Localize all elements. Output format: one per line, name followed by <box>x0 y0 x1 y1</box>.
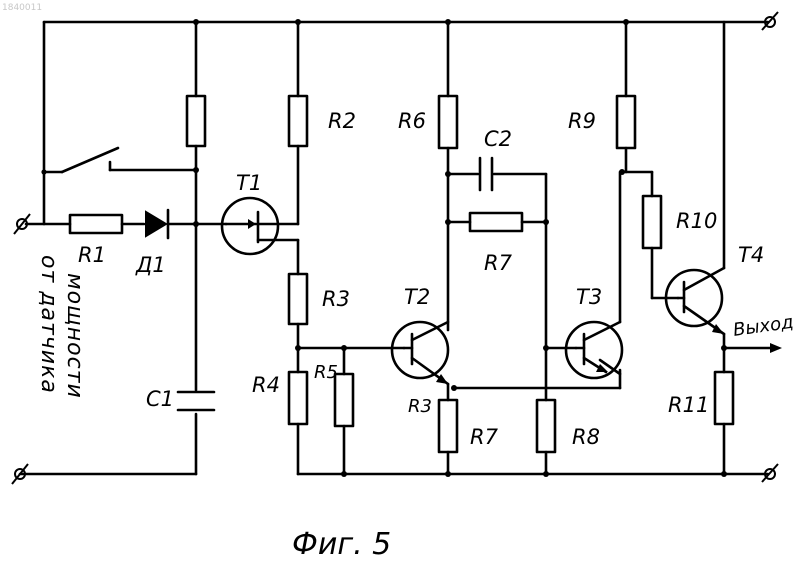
output-arrow: Выход <box>724 312 795 353</box>
output-label: Выход <box>732 312 795 341</box>
label-r10: R10 <box>676 209 717 233</box>
input-label-line1: от датчика <box>36 255 61 394</box>
switch <box>41 22 196 224</box>
resistor-r9: R9 <box>568 19 635 322</box>
resistor-r1: R1 <box>70 215 144 267</box>
label-r7-lower: R7 <box>470 425 499 449</box>
label-r5: R5 <box>314 362 338 383</box>
resistor-r3: R3 <box>289 240 350 372</box>
label-r9: R9 <box>568 109 596 133</box>
label-t4: T4 <box>738 243 764 267</box>
label-t1: T1 <box>236 171 262 195</box>
transistor-t3: T3 <box>546 285 622 378</box>
bottom-rail <box>12 464 778 484</box>
resistor-r2: R2 <box>289 19 356 224</box>
diode-d1: Д1 <box>135 210 196 277</box>
figure-caption: Фиг. 5 <box>292 527 391 562</box>
label-r8: R8 <box>572 425 600 449</box>
resistor-r4: R4 <box>252 372 307 474</box>
label-t2: T2 <box>404 285 430 309</box>
resistor-r5: R5 <box>298 345 404 477</box>
resistor-r8: R8 <box>537 400 600 477</box>
input-label-line2: мощности <box>62 273 87 399</box>
node-left-column <box>187 19 205 474</box>
label-r1: R1 <box>78 243 106 267</box>
label-d1: Д1 <box>135 253 166 277</box>
label-r4: R4 <box>252 373 280 397</box>
transistor-t1: T1 <box>196 171 298 254</box>
label-r7-upper: R7 <box>484 251 513 275</box>
capacitor-c1: C1 <box>146 387 214 411</box>
resistor-r7-lower: R7 <box>439 400 499 477</box>
resistor-r11: R11 <box>668 372 733 477</box>
label-r11: R11 <box>668 393 709 417</box>
transistor-t2: T2 <box>392 285 448 384</box>
label-c1: C1 <box>146 387 174 411</box>
label-c2: C2 <box>484 127 512 151</box>
label-r3: R3 <box>322 287 350 311</box>
label-r2: R2 <box>328 109 356 133</box>
resistor-r7-upper: R7 <box>448 213 546 275</box>
label-r3-emitter: R3 <box>408 396 432 417</box>
top-rail <box>44 12 778 30</box>
label-t3: T3 <box>576 285 602 309</box>
image-id-mark: 1840011 <box>2 3 42 13</box>
label-r6: R6 <box>398 109 426 133</box>
